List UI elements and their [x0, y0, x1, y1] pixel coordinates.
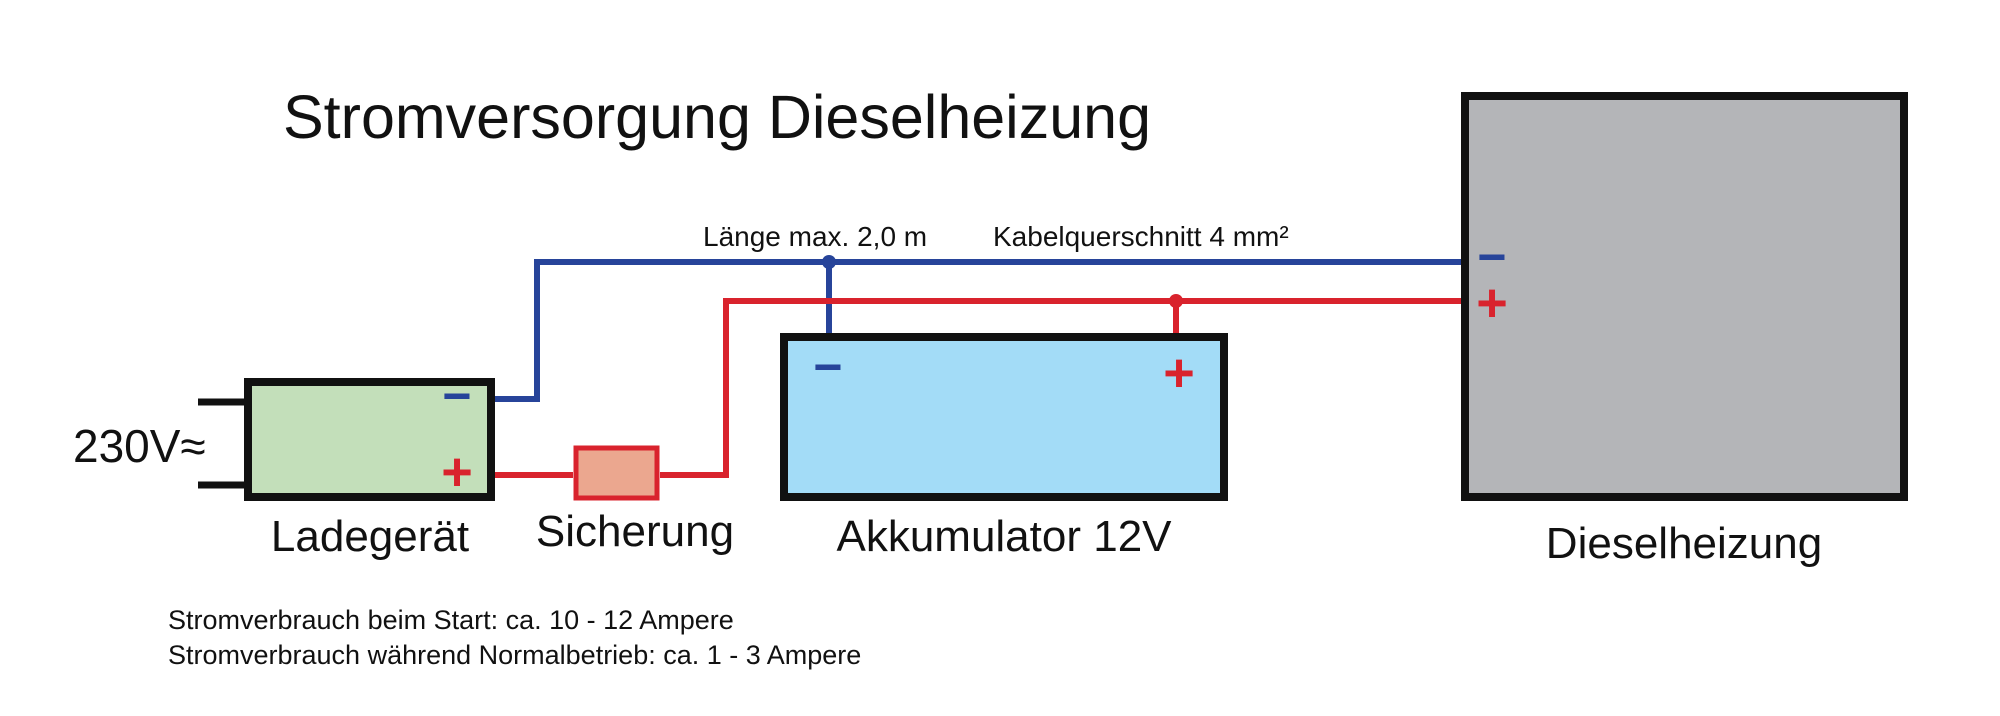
fuse-box	[573, 445, 660, 501]
mains-plug	[198, 398, 245, 489]
cable-section-label: Kabelquerschnitt 4 mm²	[993, 221, 1289, 252]
cable-length-label: Länge max. 2,0 m	[703, 221, 927, 252]
battery-label: Akkumulator 12V	[836, 512, 1172, 561]
charger-plus-sign: +	[441, 442, 473, 502]
heater-box	[1461, 92, 1908, 501]
note-normal-current: Stromverbrauch während Normalbetrieb: ca…	[168, 640, 861, 670]
battery-plus-sign: +	[1163, 343, 1195, 403]
battery-box	[780, 333, 1228, 501]
negative-wire	[494, 259, 1461, 402]
charger-label: Ladegerät	[271, 512, 469, 561]
fuse-label: Sicherung	[536, 507, 734, 556]
charger-box	[244, 378, 495, 501]
positive-junction	[1169, 294, 1183, 308]
heater-label: Dieselheizung	[1546, 519, 1822, 568]
note-start-current: Stromverbrauch beim Start: ca. 10 - 12 A…	[168, 605, 734, 635]
heater-plus-sign: +	[1476, 273, 1508, 333]
battery-minus-sign: −	[813, 339, 842, 395]
negative-junction	[822, 255, 836, 269]
heater-minus-sign: −	[1477, 229, 1506, 285]
input-voltage-label: 230V≈	[73, 420, 206, 472]
charger-minus-sign: −	[442, 368, 471, 424]
diagram-title: Stromversorgung Dieselheizung	[283, 83, 1151, 151]
